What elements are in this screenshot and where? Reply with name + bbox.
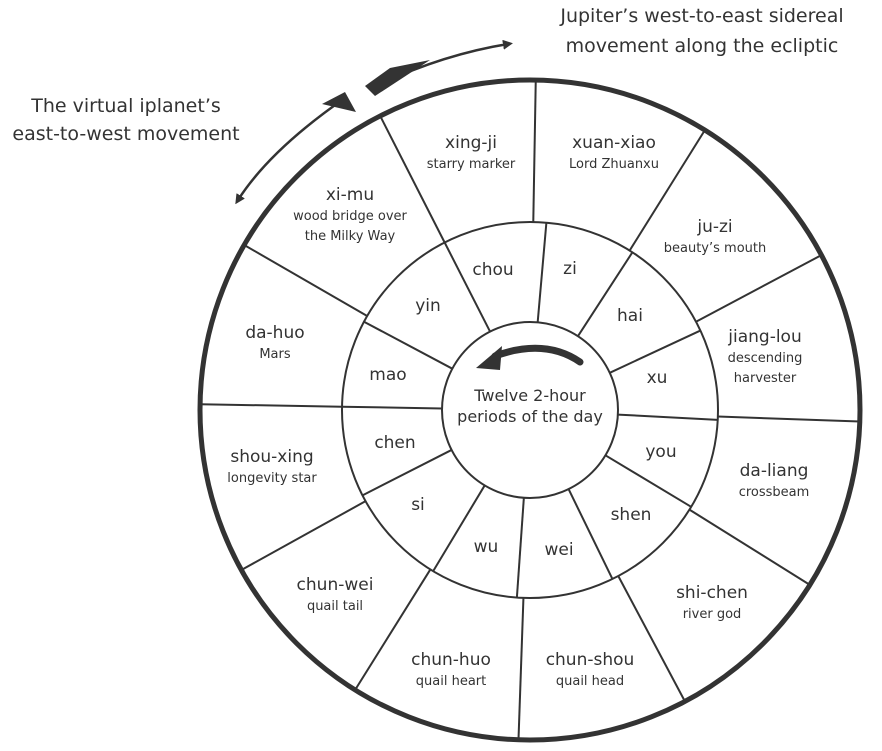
station-jiang-lou: jiang-lou descending harvester [727, 327, 802, 386]
station-divider [695, 254, 822, 323]
station-divider [717, 415, 860, 423]
branch-labels: zi hai xu you shen wei wu si chen mao yin chou [369, 259, 676, 560]
station-dividers [200, 80, 860, 740]
station-divider [200, 403, 343, 408]
station-name: da-liang [740, 461, 809, 481]
branch-divider [604, 454, 692, 508]
station-meaning: longevity star [227, 471, 317, 486]
branch-shen: shen [611, 505, 652, 525]
station-chun-huo: chun-huo quail heart [411, 650, 491, 689]
station-meaning: starry marker [427, 157, 516, 172]
branch-mao: mao [369, 365, 406, 385]
station-xing-ji: xing-ji starry marker [427, 133, 516, 172]
station-name: da-huo [245, 323, 304, 343]
station-meaning: quail tail [307, 599, 363, 614]
branch-you: you [645, 442, 676, 462]
station-divider [628, 129, 706, 252]
branch-hai: hai [617, 306, 643, 326]
station-chun-wei: chun-wei quail tail [297, 575, 374, 614]
virtual-caption-line-2: east-to-west movement [12, 123, 239, 145]
station-chun-shou: chun-shou quail head [546, 650, 635, 689]
station-name: xuan-xiao [572, 133, 656, 153]
branch-divider [609, 329, 701, 374]
jupiter-caption-line-1: Jupiter’s west-to-east sidereal [559, 5, 843, 27]
branch-divider [617, 413, 718, 421]
station-shi-chen: shi-chen river god [676, 583, 748, 622]
branch-divider [362, 449, 453, 497]
station-meaning: Mars [259, 347, 291, 362]
branch-divider [363, 320, 453, 370]
station-meaning: crossbeam [739, 485, 810, 500]
station-da-liang: da-liang crossbeam [739, 461, 810, 500]
station-shou-xing: shou-xing longevity star [227, 447, 317, 486]
jupiter-caption-line-2: movement along the ecliptic [566, 35, 839, 57]
branch-divider [577, 251, 634, 337]
station-meaning: wood bridge over [293, 209, 407, 224]
branch-zi: zi [563, 259, 577, 279]
branch-divider [432, 484, 486, 572]
station-divider [517, 597, 525, 740]
station-name: ju-zi [696, 217, 732, 237]
branch-divider [443, 242, 491, 333]
station-divider [240, 500, 367, 571]
virtual-planet-caption: The virtual iplanet’s east-to-west movem… [12, 95, 239, 145]
station-meaning: quail heart [416, 674, 486, 689]
station-name: shou-xing [230, 447, 313, 467]
jupiter-movement-arrow [365, 39, 513, 96]
center-rotation-arrow [476, 344, 584, 370]
branch-divider [342, 405, 443, 410]
branch-chen: chen [374, 433, 415, 453]
station-divider [532, 80, 537, 223]
virtual-caption-line-1: The virtual iplanet’s [30, 95, 221, 117]
branch-chou: chou [472, 260, 513, 280]
branch-xu: xu [647, 368, 668, 388]
station-name: chun-huo [411, 650, 491, 670]
station-meaning: Lord Zhuanxu [569, 157, 659, 172]
station-meaning: the Milky Way [305, 229, 396, 244]
center-label-line-1: Twelve 2-hour [473, 386, 586, 405]
branch-wei: wei [544, 540, 573, 560]
middle-ring [341, 221, 719, 599]
station-ju-zi: ju-zi beauty’s mouth [664, 217, 766, 256]
branch-si: si [411, 495, 425, 515]
station-meaning: beauty’s mouth [664, 241, 766, 256]
branch-divider [567, 488, 614, 580]
station-meaning: descending [728, 351, 803, 366]
branch-wu: wu [474, 537, 499, 557]
center-label-line-2: periods of the day [457, 407, 603, 426]
station-meaning: river god [683, 607, 742, 622]
branch-divider [536, 222, 548, 323]
station-xi-mu: xi-mu wood bridge over the Milky Way [293, 185, 407, 244]
virtual-planet-movement-arrow [235, 92, 356, 205]
station-name: chun-wei [297, 575, 374, 595]
station-name: xi-mu [326, 185, 374, 205]
jupiter-caption: Jupiter’s west-to-east sidereal movement… [559, 5, 843, 57]
station-divider [688, 508, 811, 586]
station-divider [379, 115, 446, 243]
station-name: shi-chen [676, 583, 748, 603]
station-name: chun-shou [546, 650, 635, 670]
branch-dividers [342, 222, 718, 598]
station-divider [243, 244, 368, 317]
station-divider [617, 575, 686, 702]
outer-ring [197, 77, 863, 743]
station-meaning: quail head [556, 674, 624, 689]
station-name: jiang-lou [727, 327, 801, 347]
inner-ring [441, 321, 619, 499]
station-name: xing-ji [445, 133, 497, 153]
branch-yin: yin [415, 296, 441, 316]
station-meaning: harvester [734, 371, 797, 386]
station-divider [354, 568, 432, 691]
branch-divider [515, 497, 525, 598]
center-label: Twelve 2-hour periods of the day [457, 386, 603, 426]
